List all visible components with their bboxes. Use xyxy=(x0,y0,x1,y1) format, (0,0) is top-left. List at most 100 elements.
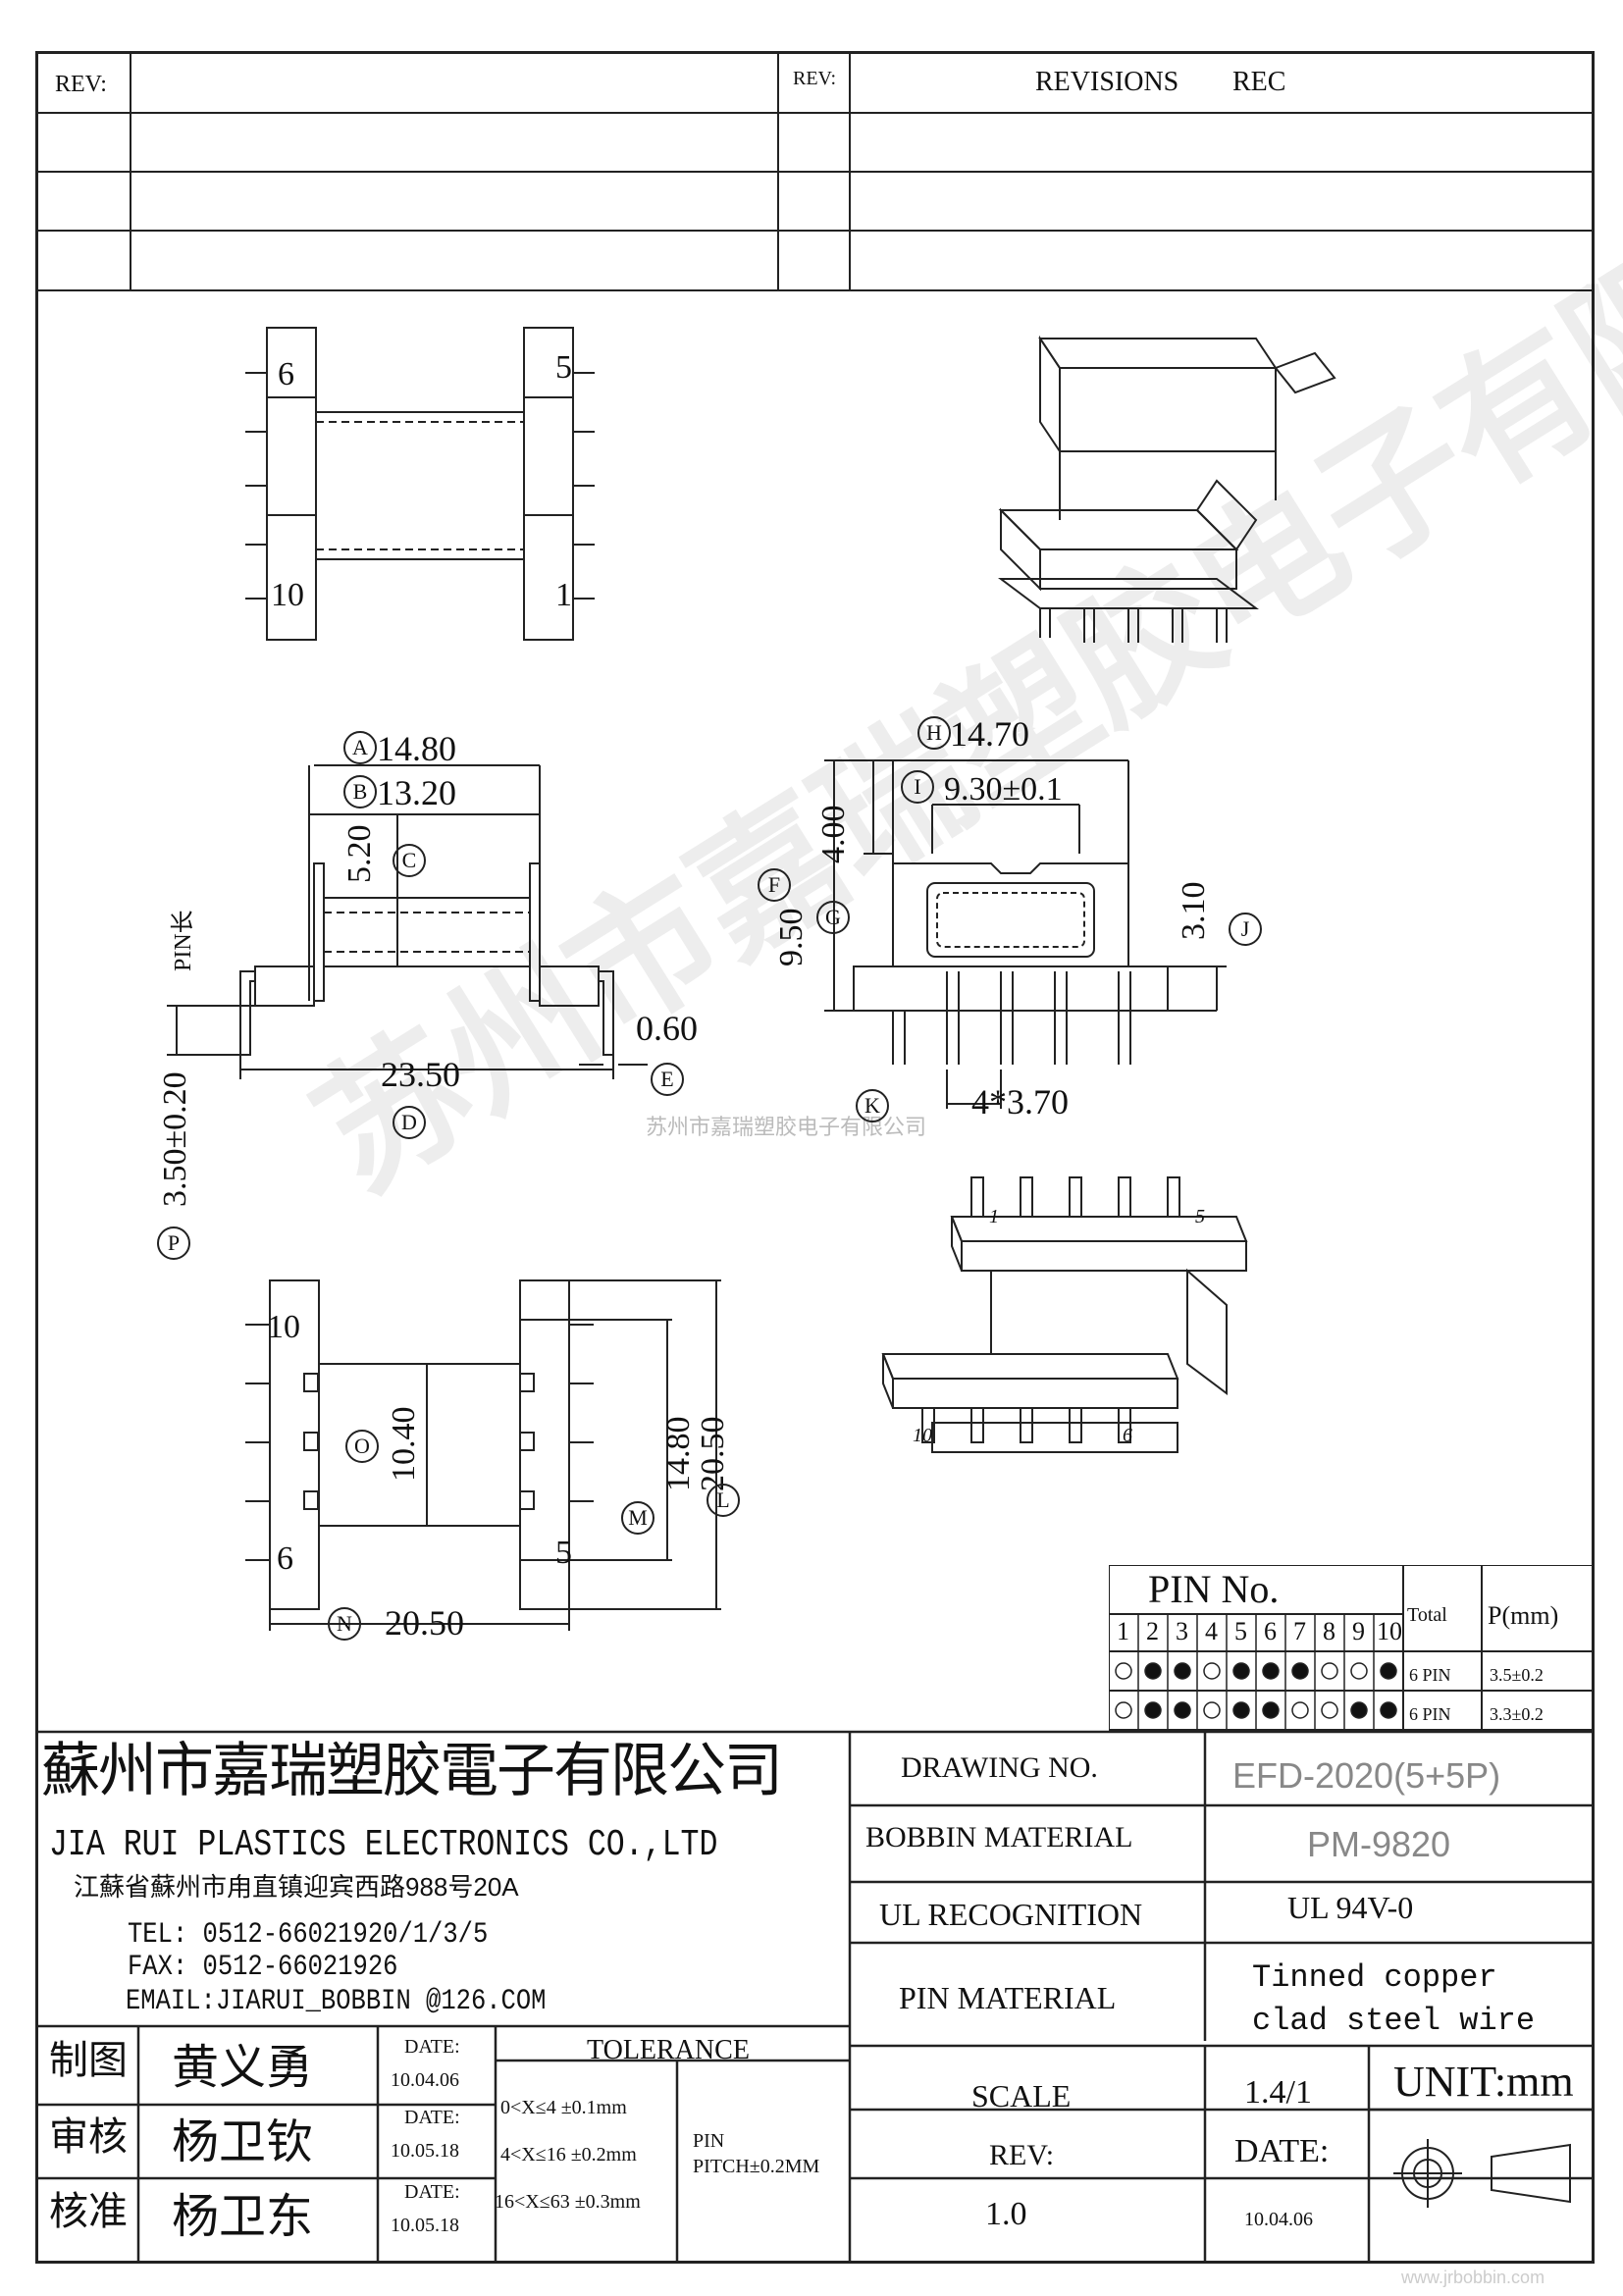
iso-pin-1: 1 xyxy=(989,1206,999,1227)
ul-recognition-label: UL RECOGNITION xyxy=(879,1897,1143,1932)
tolerance-pin-pitch: PITCH±0.2MM xyxy=(693,2156,820,2177)
dim-marker-m: M xyxy=(621,1501,654,1535)
pin-filled-dot-r2-p9 xyxy=(1350,1701,1368,1719)
pin-label-10: 10 xyxy=(271,577,304,613)
bottom-pin-6: 6 xyxy=(277,1540,293,1577)
dim-marker-f: F xyxy=(758,868,791,902)
isometric-view-lower xyxy=(881,1176,1248,1453)
dim-marker-c: C xyxy=(393,844,426,877)
date-value: 10.04.06 xyxy=(1244,2209,1313,2230)
pin-filled-dot-r1-p2 xyxy=(1144,1662,1162,1680)
dim-n-value: 20.50 xyxy=(385,1603,464,1643)
drawing-no-value: EFD-2020(5+5P) xyxy=(1232,1755,1501,1796)
pin-filled-dot-r1-p5 xyxy=(1232,1662,1250,1680)
drawing-frame xyxy=(35,51,1595,2264)
dim-a-value: 14.80 xyxy=(377,729,456,768)
unit-value: UNIT:mm xyxy=(1393,2058,1574,2106)
pin-table-grid xyxy=(1109,1565,1595,1731)
side-view-drawing xyxy=(824,759,1227,1109)
dim-marker-o: O xyxy=(345,1430,379,1463)
isometric-view-upper xyxy=(998,335,1336,643)
revisions-rec: REC xyxy=(1232,67,1286,97)
pin-number-1: 1 xyxy=(1117,1617,1129,1645)
pin-number-2: 2 xyxy=(1146,1617,1159,1645)
pin-empty-dot-r2-p1 xyxy=(1115,1701,1132,1719)
dim-marker-l: L xyxy=(707,1484,740,1517)
rev-value: 1.0 xyxy=(985,2196,1027,2232)
pin-empty-dot-r1-p1 xyxy=(1115,1662,1132,1680)
dim-m-value: 14.80 xyxy=(660,1416,697,1492)
pin-filled-dot-r2-p6 xyxy=(1262,1701,1280,1719)
revisions-header: REVISIONS xyxy=(1035,67,1179,97)
pin-filled-dot-r2-p2 xyxy=(1144,1701,1162,1719)
pin-table-p-header: P(mm) xyxy=(1488,1601,1559,1630)
pin-number-5: 5 xyxy=(1234,1617,1247,1645)
title-block-lines xyxy=(35,1730,1595,2262)
pin-row1-total: 6 PIN xyxy=(1409,1665,1451,1685)
company-address: 江蘇省蘇州市甪直镇迎宾西路988号20A xyxy=(74,1872,519,1902)
pin-label-5: 5 xyxy=(555,349,572,386)
signoff-date-2: 10.05.18 xyxy=(391,2140,459,2162)
dim-l-value: 20.50 xyxy=(695,1416,731,1492)
tolerance-line-3: 16<X≤63 ±0.3mm xyxy=(495,2191,641,2213)
dim-marker-p: P xyxy=(157,1226,190,1260)
pin-number-4: 4 xyxy=(1205,1617,1218,1645)
rev-label-right: REV: xyxy=(793,68,837,89)
pin-material-line-2: clad steel wire xyxy=(1252,2003,1536,2039)
bobbin-material-value: PM-9820 xyxy=(1307,1824,1451,1864)
watermark-text-line: 苏州市嘉瑞塑胶电子有限公司 xyxy=(646,1115,927,1139)
company-email: EMAIL:JIARUI_BOBBIN @126.COM xyxy=(126,1985,547,2018)
tolerance-pin-label: PIN xyxy=(693,2130,725,2152)
footer-url: www.jrbobbin.com xyxy=(1401,2268,1545,2287)
iso-pin-5: 5 xyxy=(1195,1206,1205,1227)
dim-o-value: 10.40 xyxy=(386,1406,422,1483)
dim-marker-d: D xyxy=(393,1106,426,1139)
pin-filled-dot-r2-p3 xyxy=(1174,1701,1191,1719)
dim-i-value: 9.30±0.1 xyxy=(944,771,1063,808)
ul-recognition-value: UL 94V-0 xyxy=(1287,1890,1414,1925)
dim-b-value: 13.20 xyxy=(377,773,456,812)
signoff-date-label-2: DATE: xyxy=(404,2107,460,2128)
bottom-pin-5: 5 xyxy=(555,1535,572,1571)
scale-label: SCALE xyxy=(971,2078,1072,2113)
rev-label: REV: xyxy=(989,2139,1055,2171)
dim-c-value: 5.20 xyxy=(341,824,378,884)
pin-row1-p: 3.5±0.2 xyxy=(1490,1665,1544,1685)
dim-marker-i: I xyxy=(901,770,934,804)
pin-empty-dot-r1-p4 xyxy=(1203,1662,1221,1680)
top-view-drawing xyxy=(245,327,595,641)
pin-empty-dot-r2-p4 xyxy=(1203,1701,1221,1719)
iso-pin-6: 6 xyxy=(1123,1425,1132,1446)
dim-k-value: 4*3.70 xyxy=(971,1082,1069,1122)
dim-marker-k: K xyxy=(856,1089,889,1122)
pin-number-9: 9 xyxy=(1352,1617,1365,1645)
bobbin-material-label: BOBBIN MATERIAL xyxy=(865,1821,1133,1853)
dim-marker-n: N xyxy=(328,1607,361,1641)
pin-empty-dot-r2-p8 xyxy=(1321,1701,1338,1719)
dim-marker-h: H xyxy=(917,716,951,750)
pin-number-6: 6 xyxy=(1264,1617,1277,1645)
signoff-role-checked: 审核 xyxy=(49,2115,128,2159)
dim-marker-b: B xyxy=(343,775,377,809)
company-name-cn: 蘇州市嘉瑞塑胶電子有限公司 xyxy=(41,1737,783,1805)
signoff-name-checked: 杨卫钦 xyxy=(172,2116,314,2168)
pin-number-3: 3 xyxy=(1176,1617,1188,1645)
pin-number-8: 8 xyxy=(1323,1617,1335,1645)
tolerance-header: TOLERANCE xyxy=(587,2035,750,2065)
pin-label-1: 1 xyxy=(555,577,572,613)
revision-block-lines xyxy=(35,51,1595,291)
signoff-name-approved: 杨卫东 xyxy=(172,2191,314,2243)
pin-row2-p: 3.3±0.2 xyxy=(1490,1704,1544,1724)
signoff-date-label-3: DATE: xyxy=(404,2181,460,2203)
iso-pin-10: 10 xyxy=(913,1425,932,1446)
dim-marker-g: G xyxy=(816,901,850,934)
date-label: DATE: xyxy=(1234,2133,1330,2169)
signoff-role-drawn: 制图 xyxy=(49,2039,128,2082)
dim-f-value: 9.50 xyxy=(773,908,810,967)
front-view-drawing xyxy=(167,764,648,1079)
pin-filled-dot-r1-p6 xyxy=(1262,1662,1280,1680)
pin-empty-dot-r2-p7 xyxy=(1291,1701,1309,1719)
company-fax: FAX: 0512-66021926 xyxy=(128,1951,398,1984)
pin-filled-dot-r2-p10 xyxy=(1380,1701,1397,1719)
dim-d-value: 23.50 xyxy=(381,1055,460,1094)
